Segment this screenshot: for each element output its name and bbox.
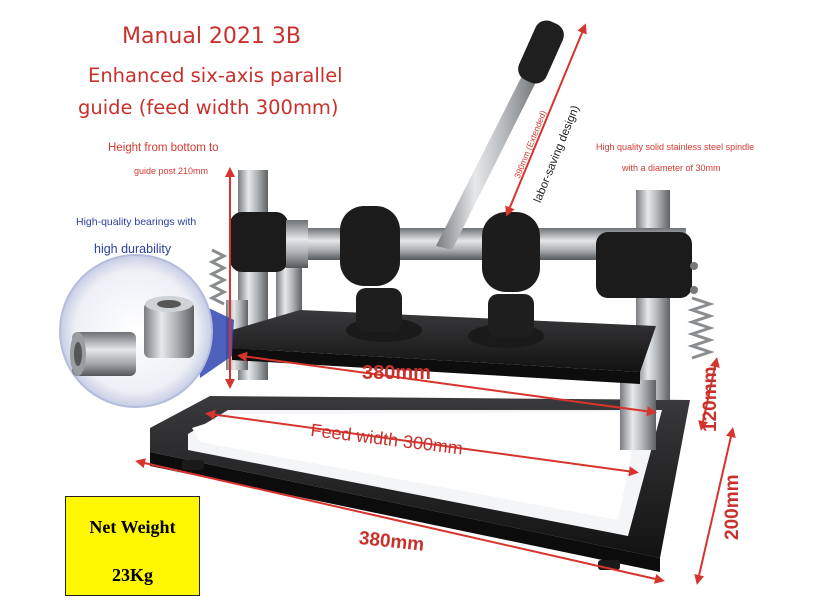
height-callout-line-1: Height from bottom to [108,142,219,154]
spindle-callout-line-2: with a diameter of 30mm [622,163,721,173]
depth-label: 200mm [722,474,743,541]
bearing-callout-line-1: High-quality bearings with [76,216,197,228]
headline-line-1: Enhanced six-axis parallel [88,64,343,87]
net-weight-value: 23Kg [111,565,153,585]
spindle-callout-line-1: High quality solid stainless steel spind… [596,142,755,152]
headline-line-2: guide (feed width 300mm) [78,96,339,119]
press-cams [356,288,534,338]
springs [208,248,715,360]
net-weight-label: Net Weight [89,517,176,537]
bearing-magnifier [59,254,234,408]
headline-title: Manual 2021 3B [122,24,302,49]
height-label: 120mm [700,366,721,433]
upper-plate [232,310,656,384]
net-weight-box: Net Weight 23Kg [65,496,200,596]
top-width-label: 380mm [362,362,431,384]
bearing-callout-line-2: high durability [94,242,172,256]
dimension-arrows [135,23,736,585]
height-callout-line-2: guide post 210mm [134,166,209,176]
spindle [230,206,698,298]
